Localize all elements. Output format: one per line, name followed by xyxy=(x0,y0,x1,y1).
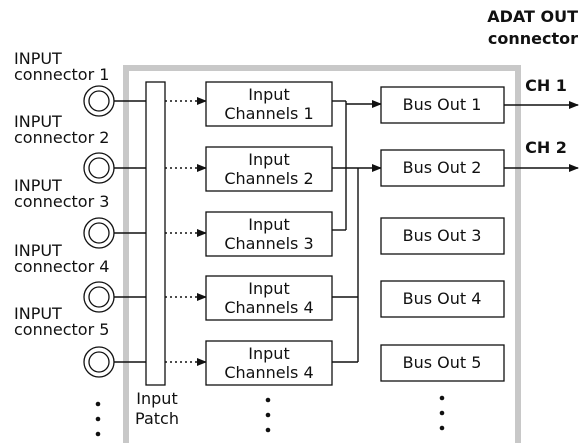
input-channel-label: Input xyxy=(248,215,289,234)
input-connector-number: connector 2 xyxy=(14,128,109,147)
channel-ellipsis xyxy=(265,397,271,433)
jack-inner-ring xyxy=(88,351,110,373)
adat-out-connector-label: connector xyxy=(488,29,578,48)
input-connector-5: INPUT connector 5 xyxy=(14,304,115,378)
bus-out-2: Bus Out 2 xyxy=(380,149,505,187)
input-channel-4: Input Channels 4 xyxy=(205,275,333,321)
input-channel-2: Input Channels 2 xyxy=(205,146,333,192)
input-channel-label: Input xyxy=(248,150,289,169)
input-connector-4: INPUT connector 4 xyxy=(14,241,115,313)
jack-inner-ring xyxy=(88,286,110,308)
bus-out-5: Bus Out 5 xyxy=(380,344,505,382)
input-channel-label: Input xyxy=(248,344,289,363)
input-channel-label: Input xyxy=(248,279,289,298)
bus-out-label: Bus Out 2 xyxy=(403,158,482,177)
bus-ellipsis xyxy=(439,395,445,431)
adat-outputs xyxy=(504,101,579,172)
input-connector-label: INPUT xyxy=(14,49,62,68)
input-connector-number: connector 1 xyxy=(14,65,109,84)
input-channel-number: Channels 1 xyxy=(224,104,313,123)
input-channel-label: Input xyxy=(248,85,289,104)
connector-ellipsis xyxy=(95,401,101,437)
bus-routing xyxy=(332,100,382,363)
input-channel-5: Input Channels 4 xyxy=(205,340,333,386)
input-channel-number: Channels 3 xyxy=(224,234,313,253)
jack-inner-ring xyxy=(88,222,110,244)
device-frame xyxy=(123,65,521,443)
input-connector-1: INPUT connector 1 xyxy=(14,49,115,117)
jack-inner-ring xyxy=(88,157,110,179)
input-connector-label: INPUT xyxy=(14,112,62,131)
input-connector-number: connector 4 xyxy=(14,257,109,276)
input-patch-label: Input xyxy=(136,389,177,408)
input-channel-1: Input Channels 1 xyxy=(205,81,333,127)
adat-out-label: ADAT OUT xyxy=(487,7,578,26)
bus-out-label: Bus Out 5 xyxy=(403,353,482,372)
input-connector-label: INPUT xyxy=(14,304,62,323)
ch2-output-label: CH 2 xyxy=(525,138,567,157)
bus-out-label: Bus Out 4 xyxy=(403,289,482,308)
input-patch-box xyxy=(145,81,166,386)
bus-out-3: Bus Out 3 xyxy=(380,217,505,255)
bus-out-label: Bus Out 1 xyxy=(403,95,482,114)
input-channel-3: Input Channels 3 xyxy=(205,211,333,257)
jack-inner-ring xyxy=(88,90,110,112)
input-channel-number: Channels 2 xyxy=(224,169,313,188)
patch-routes xyxy=(165,97,207,366)
input-channel-number: Channels 4 xyxy=(224,298,313,317)
bus-out-label: Bus Out 3 xyxy=(403,226,482,245)
bus-out-4: Bus Out 4 xyxy=(380,280,505,318)
input-connector-number: connector 5 xyxy=(14,320,109,339)
ch1-output-label: CH 1 xyxy=(525,76,567,95)
bus-out-1: Bus Out 1 xyxy=(380,86,505,124)
input-connector-label: INPUT xyxy=(14,241,62,260)
input-connector-2: INPUT connector 2 xyxy=(14,112,115,184)
input-connector-number: connector 3 xyxy=(14,192,109,211)
input-channel-number: Channels 4 xyxy=(224,363,313,382)
input-connector-label: INPUT xyxy=(14,176,62,195)
input-patch-label-2: Patch xyxy=(135,409,179,428)
input-connector-3: INPUT connector 3 xyxy=(14,176,115,249)
